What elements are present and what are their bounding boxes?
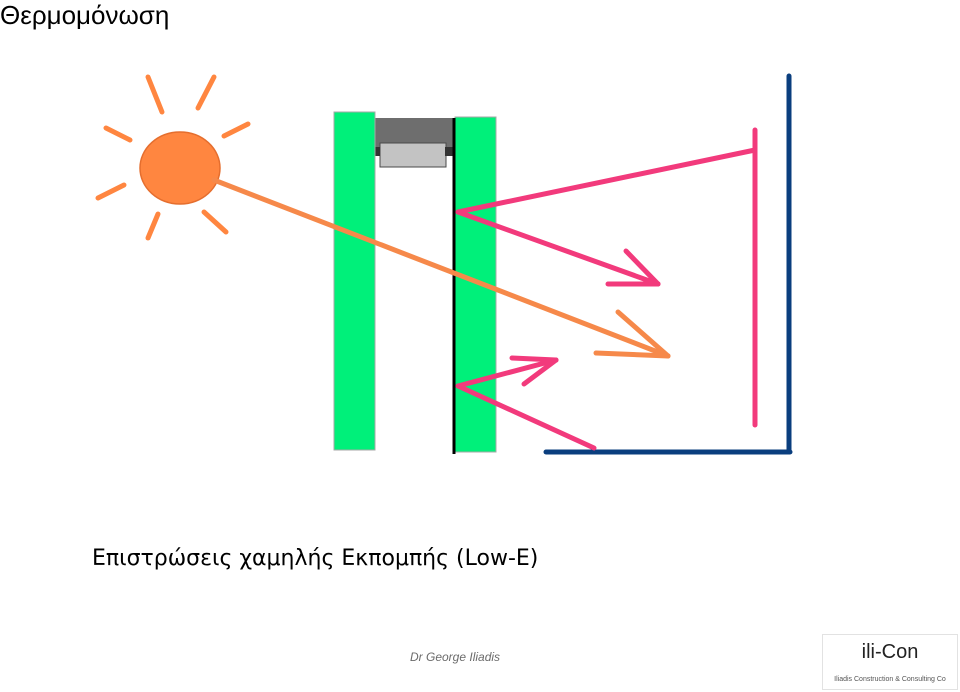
footer-author: Dr George Iliadis <box>410 650 501 664</box>
outer-glass-pane <box>333 111 376 451</box>
sunlight-ray <box>211 177 671 359</box>
diagram-caption: Επιστρώσεις χαμηλής Εκπομπής (Low-E) <box>92 546 539 571</box>
company-logo: ili-Con Iliadis Construction & Consultin… <box>822 634 958 690</box>
sun-ray <box>145 211 161 241</box>
logo-subtitle: Iliadis Construction & Consulting Co <box>834 676 946 683</box>
sun-rays <box>95 74 251 241</box>
reflected-heat-upper <box>455 147 758 287</box>
logo-name: ili-Con <box>861 641 919 663</box>
sun-ray <box>201 209 229 235</box>
sun-ray <box>95 182 127 201</box>
slide-title: Θερμομόνωση <box>0 0 170 30</box>
sun-ray <box>145 74 165 115</box>
sun-ray <box>103 125 133 143</box>
room-walls <box>543 73 793 455</box>
reflected-heat-lower <box>455 355 597 451</box>
window-frame-seal <box>445 147 453 156</box>
window-frame-spacer-insert <box>379 142 447 168</box>
sun-ray <box>195 74 217 111</box>
window-frame-seal <box>372 147 380 156</box>
sun-icon <box>139 131 221 205</box>
sun-ray <box>221 121 251 139</box>
